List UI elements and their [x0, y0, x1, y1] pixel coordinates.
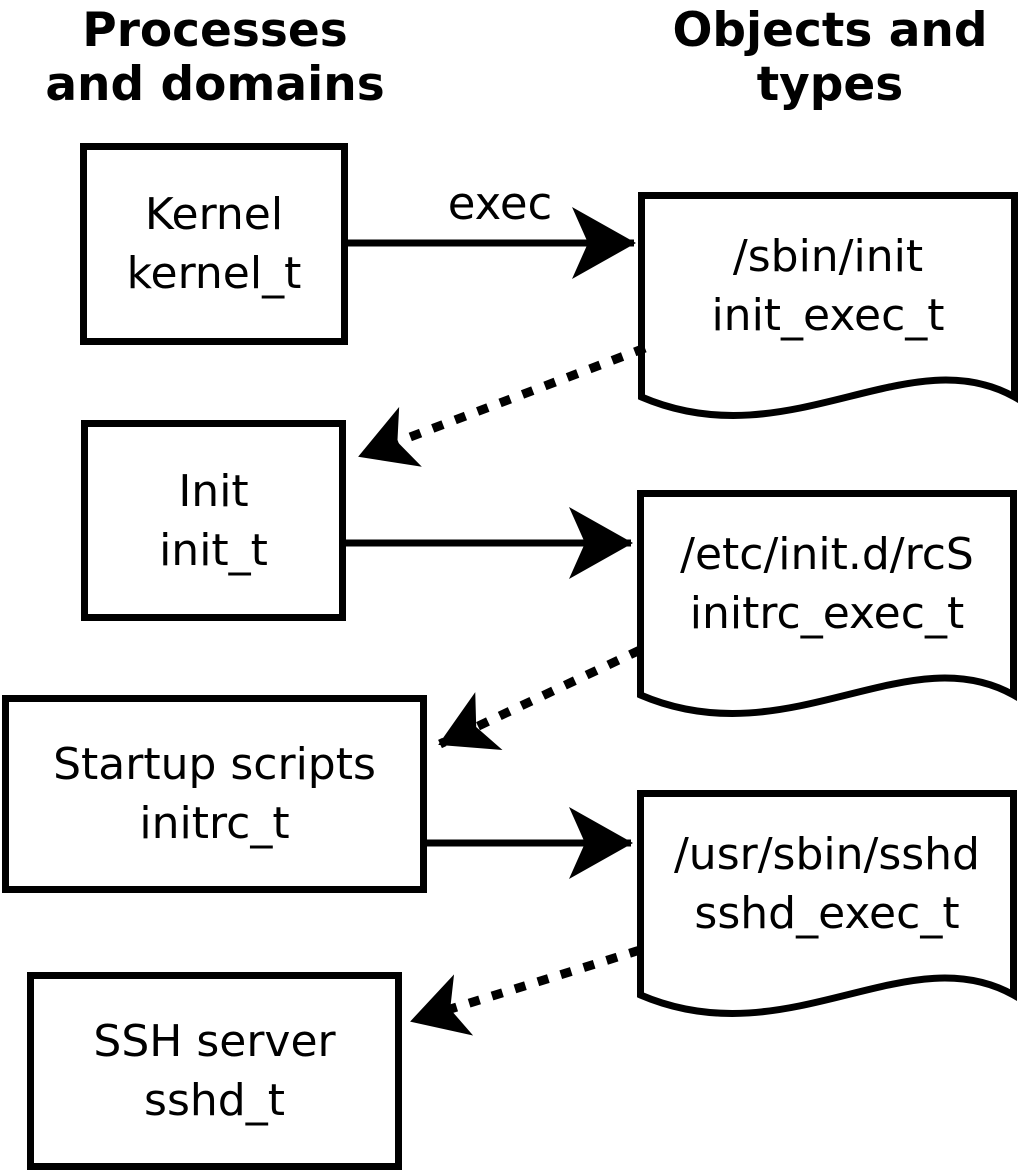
dotted-arrow-sbin-init-to-init	[358, 343, 647, 467]
process-domain-type: sshd_t	[144, 1075, 285, 1126]
dotted-arrow-sshd-exec-to-sshd	[410, 945, 642, 1036]
dotted-arrow-rcs-to-initrc	[438, 645, 642, 750]
process-name: Init	[178, 465, 249, 517]
header-line: and domains	[45, 57, 385, 112]
header-line: types	[756, 57, 904, 112]
process-domain-type: init_t	[159, 524, 268, 576]
document-shape-usr-sbin-sshd	[637, 790, 1017, 1017]
process-name: Startup scripts	[53, 739, 376, 790]
process-domain-type: initrc_t	[139, 798, 290, 849]
arrow-label-exec: exec	[447, 177, 553, 230]
header-line: Objects and	[672, 3, 988, 58]
process-box-kernel: Kernel kernel_t	[80, 143, 348, 345]
document-shape-etc-initd-rcs	[637, 490, 1017, 717]
process-box-ssh-server: SSH server sshd_t	[27, 972, 402, 1170]
process-name: SSH server	[93, 1016, 336, 1067]
document-shape-sbin-init	[638, 192, 1018, 419]
process-box-init: Init init_t	[81, 420, 346, 621]
process-domain-type: kernel_t	[126, 248, 302, 299]
column-header-processes: Processes and domains	[30, 4, 400, 112]
process-box-startup-scripts: Startup scripts initrc_t	[2, 695, 427, 893]
header-line: Processes	[82, 3, 348, 58]
column-header-objects: Objects and types	[640, 4, 1020, 112]
process-name: Kernel	[144, 189, 284, 240]
